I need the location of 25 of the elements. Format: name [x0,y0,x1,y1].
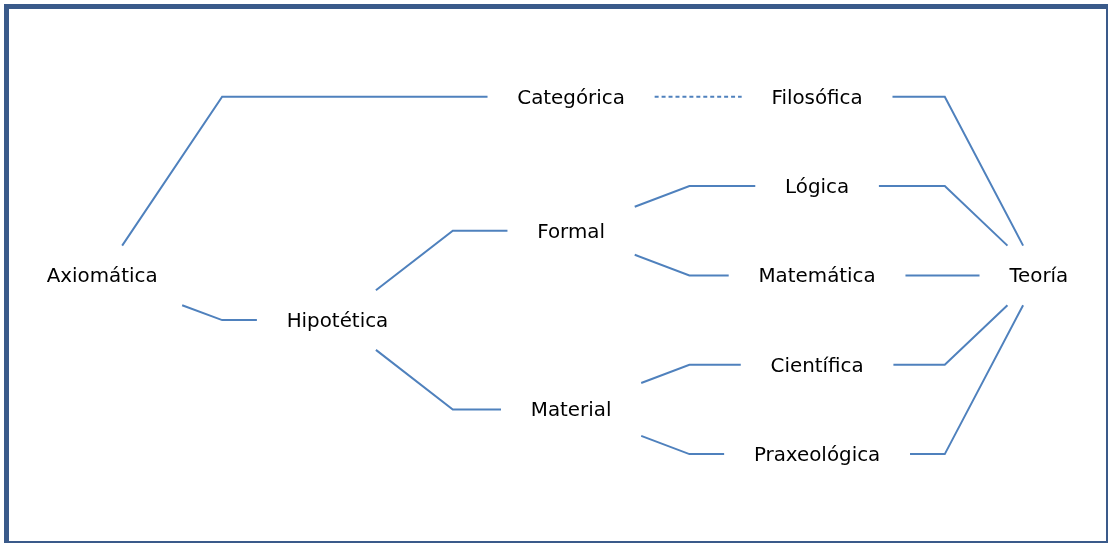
node-text: Hipotética [286,307,389,332]
connector [877,184,1009,247]
connector [909,303,1025,455]
connector [633,184,757,208]
connector [892,303,1009,366]
connector [181,303,258,321]
node-text: Formal [537,218,605,243]
node-text: Categórica [517,84,625,109]
node-text: Filosófica [771,84,863,109]
connector [121,95,489,247]
connector [374,229,509,291]
connector [374,348,502,410]
node-text: Material [530,397,612,421]
connector [640,434,726,455]
node-text: Praxeológica [753,441,881,466]
node-text: Científica [770,352,864,377]
connector [653,95,743,98]
connector [640,363,742,384]
node-text: Matemática [758,263,876,287]
connector [904,274,981,276]
node-text: Axiomática [46,263,158,287]
connector [891,95,1025,247]
connector [633,253,730,276]
node-text: Teoría [1009,263,1069,287]
node-text: Lógica [785,173,850,198]
